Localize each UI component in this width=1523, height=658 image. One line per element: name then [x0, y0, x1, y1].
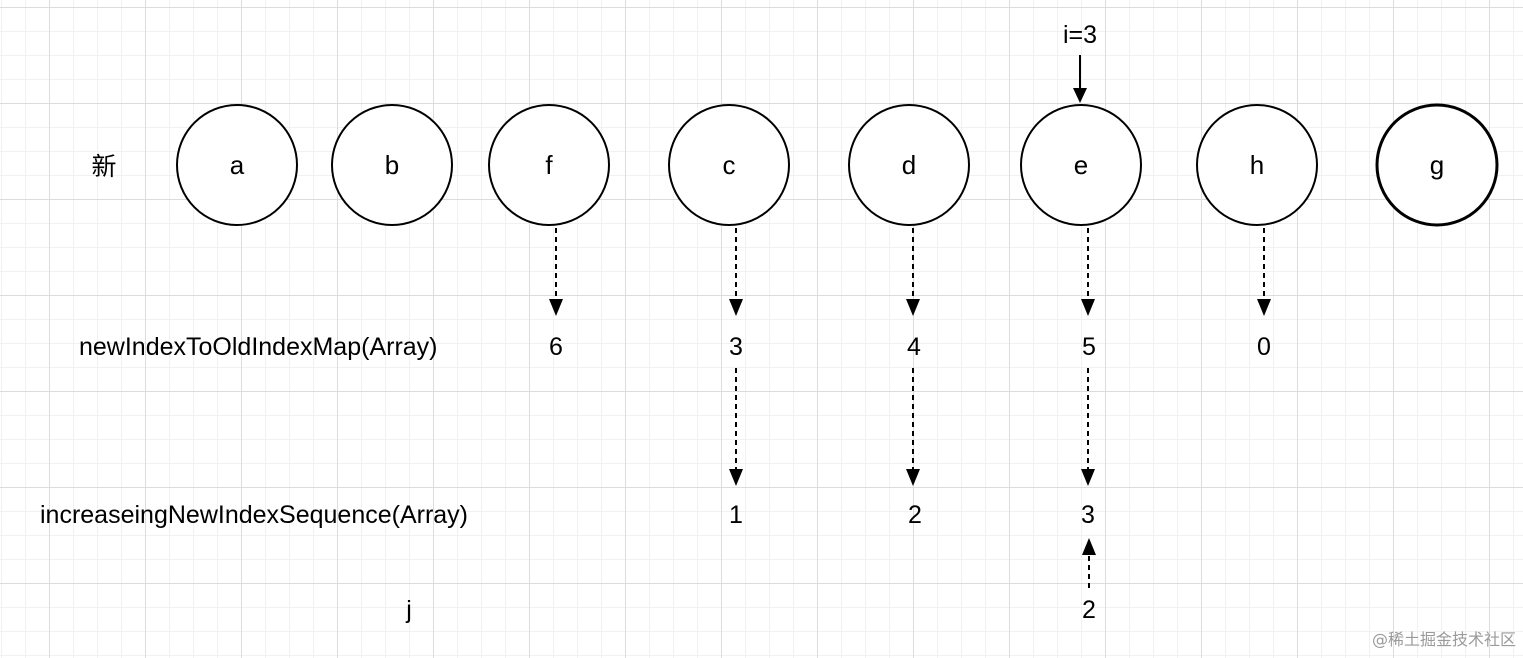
watermark: @稀土掘金技术社区: [1372, 630, 1516, 649]
arrow-j-to-seq-head: [1082, 538, 1096, 555]
node-circle-d: [848, 104, 970, 226]
arrow-map-c-to-seq-head: [729, 469, 743, 486]
arrow-e-to-map-head: [1081, 299, 1095, 316]
arrow-map-e-to-seq-head: [1081, 469, 1095, 486]
seq-value-1: 1: [729, 501, 743, 529]
arrow-f-to-map-head: [549, 299, 563, 316]
node-circle-a: [176, 104, 298, 226]
node-b: b: [331, 104, 453, 226]
node-circle-e: [1020, 104, 1142, 226]
node-label-c: c: [723, 150, 736, 180]
node-circle-f: [488, 104, 610, 226]
arrow-h-to-map-head: [1257, 299, 1271, 316]
node-label-d: d: [902, 150, 916, 180]
seq-label: increaseingNewIndexSequence(Array): [40, 501, 468, 529]
arrow-d-to-map-head: [906, 299, 920, 316]
map-value-c: 3: [729, 333, 743, 361]
node-e: e: [1020, 104, 1142, 226]
node-a: a: [176, 104, 298, 226]
node-circle-g: [1375, 103, 1499, 227]
node-h: h: [1196, 104, 1318, 226]
node-circle-c: [668, 104, 790, 226]
seq-value-3: 3: [1081, 501, 1095, 529]
j-value: 2: [1082, 596, 1096, 624]
node-label-h: h: [1250, 150, 1264, 180]
arrow-map-d-to-seq-head: [906, 469, 920, 486]
node-d: d: [848, 104, 970, 226]
arrow-c-to-map-head: [729, 299, 743, 316]
map-value-d: 4: [907, 333, 921, 361]
node-label-b: b: [385, 150, 399, 180]
node-label-e: e: [1074, 150, 1088, 180]
new-row-label: 新: [91, 152, 116, 181]
j-label: j: [405, 596, 412, 624]
map-value-h: 0: [1257, 333, 1271, 361]
map-value-f: 6: [549, 333, 563, 361]
pointer-i-label: i=3: [1063, 21, 1097, 49]
node-label-f: f: [545, 150, 553, 180]
node-g: g: [1375, 103, 1499, 227]
seq-value-2: 2: [908, 501, 922, 529]
map-label: newIndexToOldIndexMap(Array): [79, 333, 438, 361]
node-circle-b: [331, 104, 453, 226]
pointer-i-arrow-head: [1073, 88, 1087, 103]
node-label-g: g: [1430, 150, 1444, 180]
node-circle-h: [1196, 104, 1318, 226]
node-c: c: [668, 104, 790, 226]
node-label-a: a: [230, 150, 245, 180]
node-f: f: [488, 104, 610, 226]
map-value-e: 5: [1082, 333, 1096, 361]
